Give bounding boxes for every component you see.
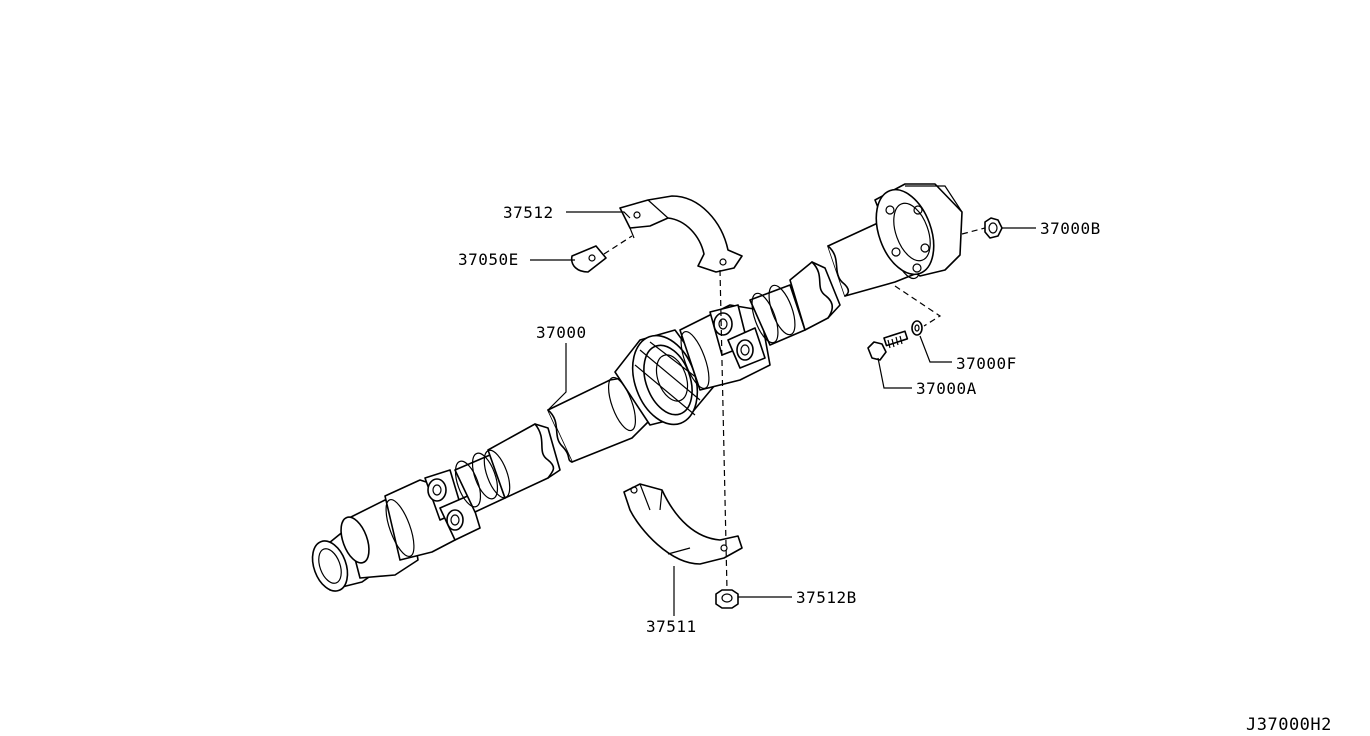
washer-37000f xyxy=(911,320,923,336)
callout-37000b: 37000B xyxy=(1040,219,1101,238)
callout-37000: 37000 xyxy=(536,323,587,342)
rear-shaft-flange xyxy=(827,183,963,297)
front-shaft-section xyxy=(483,423,561,499)
callout-37512b: 37512B xyxy=(796,588,857,607)
alignment-lines xyxy=(719,227,986,591)
center-shaft-section xyxy=(547,375,651,463)
callout-37050e: 37050E xyxy=(458,250,519,269)
callout-labels: 37512 37050E 37000 37000B 37000F 37000A … xyxy=(458,203,1101,636)
callout-37511: 37511 xyxy=(646,617,697,636)
propeller-shaft-assembly xyxy=(311,183,963,592)
callout-37000a: 37000A xyxy=(916,379,977,398)
nut-37512b xyxy=(715,589,739,609)
clip-part xyxy=(570,235,633,273)
diagram-reference-code: J37000H2 xyxy=(1246,715,1332,735)
leader-lines xyxy=(530,211,1036,616)
rear-universal-joint xyxy=(679,284,806,391)
callout-37512: 37512 xyxy=(503,203,554,222)
front-universal-joint xyxy=(384,452,506,561)
bolt-37000a xyxy=(867,330,909,361)
lower-bracket xyxy=(623,483,743,565)
rear-shaft-section xyxy=(789,261,841,331)
nut-37000b xyxy=(984,217,1003,239)
callout-37000f: 37000F xyxy=(956,354,1017,373)
upper-bracket xyxy=(619,195,743,273)
